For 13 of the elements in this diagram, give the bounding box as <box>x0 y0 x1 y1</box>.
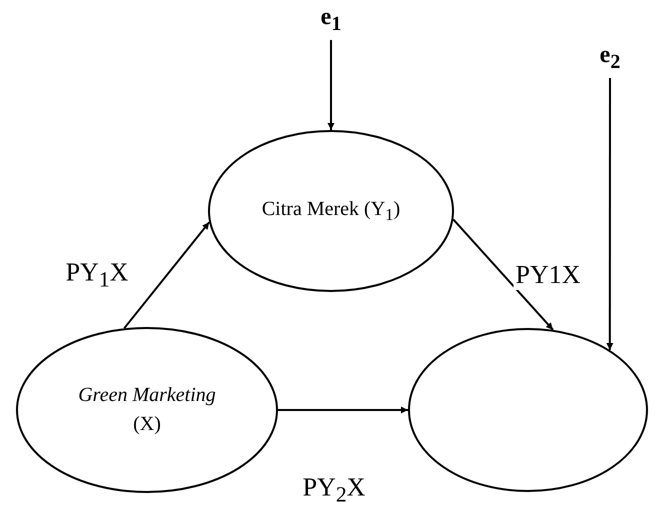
arrow <box>452 218 554 330</box>
variable-ellipse <box>16 327 278 493</box>
arrow <box>278 406 408 414</box>
error-term-label: e$_{2}$ <box>600 42 620 74</box>
variable-ellipse <box>208 130 454 292</box>
arrow <box>328 40 334 130</box>
variable-ellipse <box>408 328 648 492</box>
error-term-label: e$_{1}$ <box>320 4 342 36</box>
arrow <box>606 78 614 350</box>
variable-name: (X) <box>133 412 161 437</box>
arrow <box>123 222 210 329</box>
variable-name: Citra Merek (Y$_{1}$) <box>262 196 400 226</box>
variable-name: Green Marketing <box>78 383 216 408</box>
